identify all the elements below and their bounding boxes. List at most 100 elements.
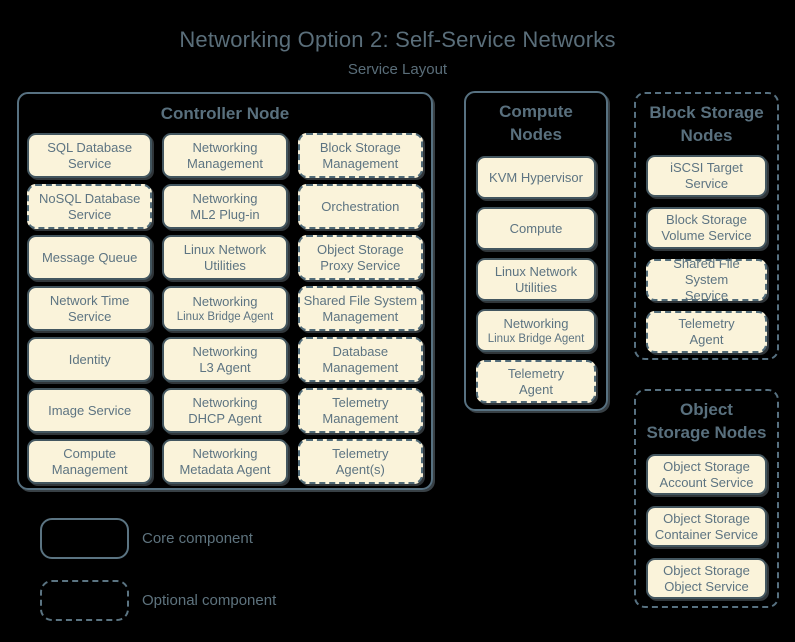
service-orchestration: Orchestration: [297, 184, 423, 229]
service-label: Service: [684, 176, 729, 191]
service-label: Block Storage: [319, 139, 401, 155]
service-label: DHCP Agent: [188, 410, 262, 426]
service-label: Networking: [192, 139, 258, 155]
service-identity: Identity: [27, 337, 153, 382]
service-image-service: Image Service: [27, 388, 153, 433]
service-label: Volume Service: [661, 228, 752, 243]
service-label: Networking: [192, 190, 258, 206]
service-label: Telemetry: [332, 394, 389, 410]
service-label: Agent(s): [335, 461, 385, 477]
service-label: Networking: [192, 445, 258, 461]
diagram-title: Networking Option 2: Self-Service Networ…: [179, 27, 616, 52]
core-component-swatch: [40, 518, 129, 559]
service-label: Networking: [192, 343, 258, 359]
legend-label: Optional component: [142, 592, 277, 609]
service-label: Compute: [509, 220, 563, 236]
block-storage-nodes-title: Block Storage Nodes: [636, 94, 777, 147]
service-label: KVM Hypervisor: [489, 169, 583, 185]
service-label: Identity: [68, 351, 111, 367]
service-label: Agent: [689, 332, 724, 347]
service-label: Network Time: [49, 292, 130, 308]
container-title-line: Nodes: [680, 126, 733, 145]
service-label: SQL Database: [47, 139, 133, 155]
service-label: Message Queue: [41, 249, 138, 265]
service-label: Image Service: [48, 402, 132, 418]
service-label: Networking: [192, 394, 258, 410]
service-label: Database: [332, 343, 389, 359]
service-label: Object Storage: [663, 562, 750, 578]
service-label: Account Service: [659, 474, 754, 490]
legend-label: Core component: [142, 530, 253, 547]
service-label: Telemetry: [332, 445, 389, 461]
service-label: Linux Bridge Agent: [176, 310, 274, 323]
service-label: Management: [322, 410, 399, 426]
service-label: Management: [187, 155, 263, 171]
controller-node-title: Controller Node: [19, 94, 431, 125]
service-label: Shared File System: [303, 292, 418, 308]
service-label: NoSQL Database: [38, 190, 141, 206]
service-label: Linux Bridge Agent: [487, 332, 585, 345]
service-label: iSCSI Target: [670, 160, 743, 175]
service-label: ML2 Plug-in: [190, 206, 260, 222]
container-title-line: Block Storage: [649, 103, 764, 122]
service-label: Management: [322, 359, 399, 375]
service-label: Compute: [63, 445, 117, 461]
container-title-line: Compute: [499, 102, 573, 121]
service-label: Management: [322, 308, 399, 324]
service-message-queue: Message Queue: [27, 235, 153, 280]
service-label: Block Storage: [666, 212, 747, 227]
service-label: Service: [67, 155, 112, 171]
service-label: Telemetry: [507, 365, 565, 381]
service-label: Service: [67, 206, 112, 222]
container-title-line: Storage Nodes: [646, 423, 767, 442]
service-label: Container Service: [654, 526, 759, 542]
service-label: Service: [67, 308, 112, 324]
legend: Core component Optional component: [40, 518, 276, 642]
container-title-line: Object: [680, 400, 733, 419]
service-label: Object Storage: [663, 458, 750, 474]
service-kvm-hypervisor: KVM Hypervisor: [476, 156, 596, 199]
compute-nodes-container: Compute Nodes KVM Hypervisor Compute Lin…: [464, 91, 608, 411]
container-title-line: Nodes: [510, 125, 562, 144]
diagram-subtitle: Service Layout: [347, 61, 448, 78]
object-storage-nodes-title: Object Storage Nodes: [636, 391, 777, 444]
service-label: Networking: [192, 293, 258, 309]
legend-item-core: Core component: [40, 518, 276, 559]
service-label: Management: [51, 461, 128, 477]
service-label: L3 Agent: [199, 359, 251, 375]
service-label: Object Storage: [663, 510, 750, 526]
service-label: Telemetry: [678, 316, 735, 331]
service-label: Object Service: [664, 578, 749, 594]
service-label: Proxy Service: [320, 257, 401, 273]
